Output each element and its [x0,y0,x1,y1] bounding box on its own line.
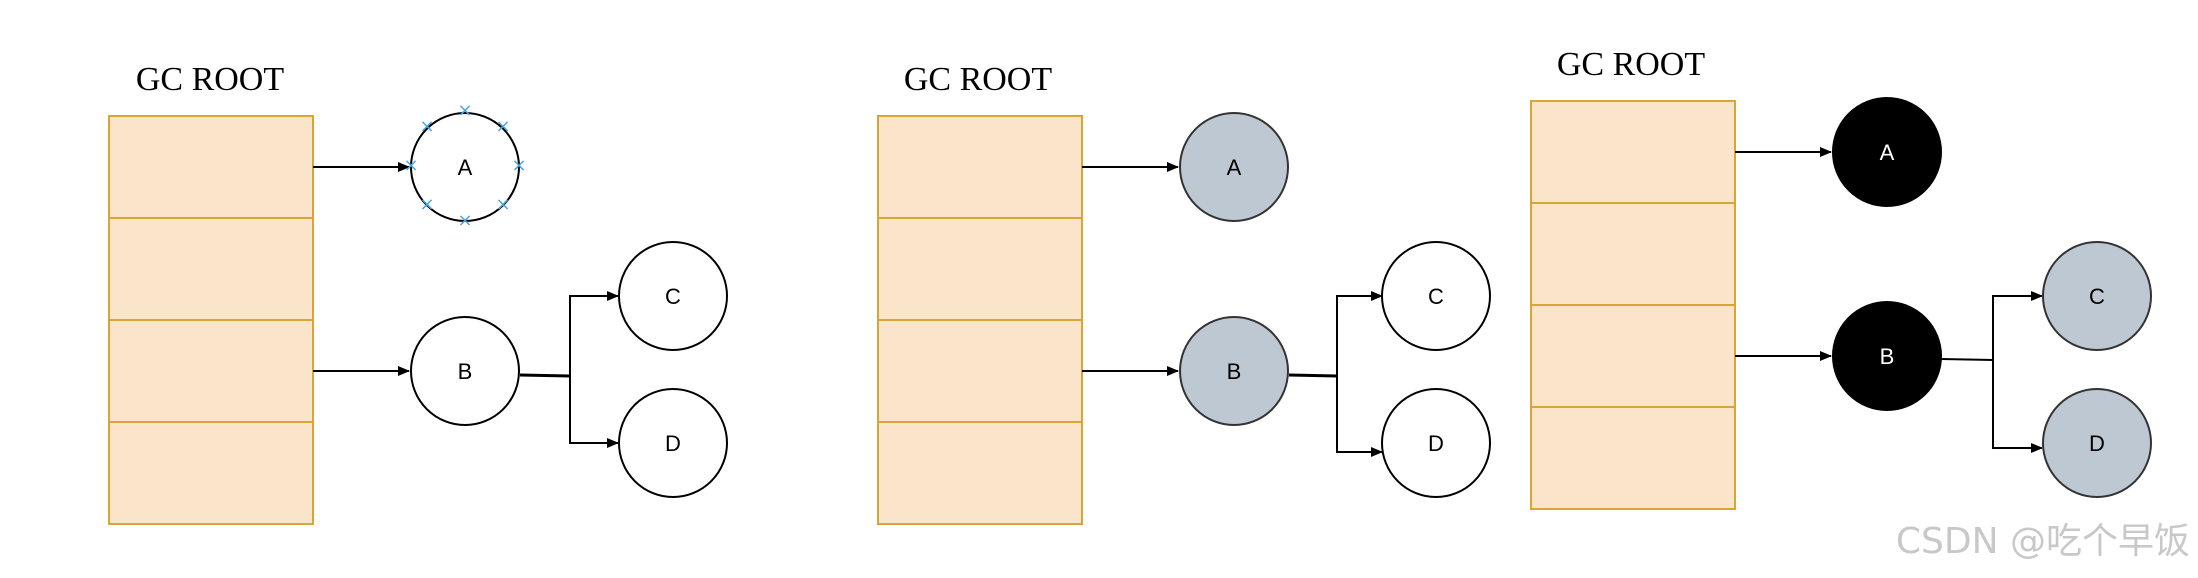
root-cell [1530,304,1736,408]
node-circle [1832,301,1942,411]
node-label: D [2089,431,2105,456]
node-a-2: A [1179,112,1289,222]
node-label: D [665,431,681,456]
root-cell [877,319,1083,423]
handle-mark: × [457,100,472,121]
watermark: CSDN @吃个早饭 [1896,521,2190,562]
node-c-1: C [618,241,728,351]
node-circle [2042,241,2152,351]
node-c-2: C [1381,241,1491,351]
node-circle [1832,97,1942,207]
node-label: C [1428,284,1444,309]
node-circle [1381,241,1491,351]
root-cell [108,319,314,423]
arrow-b-to-c [1336,291,1383,376]
edge-b-to-split [1288,373,1338,378]
node-label: A [1880,140,1895,165]
node-d-3: D [2042,388,2152,498]
root-cell [1530,100,1736,204]
handle-mark: × [495,116,510,137]
node-label: B [458,359,473,384]
node-circle [1381,388,1491,498]
gc-root-title-2: GC ROOT [904,61,1053,98]
root-cell [877,421,1083,525]
root-cell [877,115,1083,219]
arrow-b-to-d [1992,360,2043,453]
gc-root-stack-1 [108,115,314,525]
handle-mark: × [419,116,434,137]
node-c-3: C [2042,241,2152,351]
node-circle [1179,316,1289,426]
edge-b-to-split [519,373,571,378]
node-b-3: B [1832,301,1942,411]
gc-root-title-3: GC ROOT [1557,46,1706,83]
edge-b-to-split [1940,358,1994,361]
node-label: B [1227,359,1242,384]
handle-mark: × [511,155,526,176]
node-label: C [665,284,681,309]
arrow-b-to-d [1336,376,1383,457]
handle-mark: × [403,155,418,176]
node-a-3: A [1832,97,1942,207]
node-circle [1179,112,1289,222]
gc-root-stack-3 [1530,100,1736,510]
node-circle [2042,388,2152,498]
handle-mark: × [419,194,434,215]
handle-mark: × [495,194,510,215]
panel-3: GC ROOT A B C D [1530,46,2152,510]
node-circle [618,388,728,498]
node-label: D [1428,431,1444,456]
arrow-b-to-d [569,376,619,448]
node-label: A [458,155,473,180]
node-b-1: B [410,316,520,426]
root-cell [1530,202,1736,306]
node-a-1: A × × × × × × × × [403,100,526,231]
gc-root-title-1: GC ROOT [136,61,285,98]
panel-2: GC ROOT A B C D [877,61,1491,525]
node-circle [410,112,520,222]
node-label: C [2089,284,2105,309]
arrow-b-to-c [569,291,619,376]
root-cell [108,115,314,219]
node-label: A [1227,155,1242,180]
node-circle [410,316,520,426]
node-label: B [1880,344,1895,369]
selection-handles: × × × × × × × × [403,100,526,231]
node-d-1: D [618,388,728,498]
root-cell [108,421,314,525]
panel-1: GC ROOT A × × × × × × × × [108,61,728,525]
gc-root-stack-2 [877,115,1083,525]
node-b-2: B [1179,316,1289,426]
root-cell [108,217,314,321]
node-d-2: D [1381,388,1491,498]
root-cell [877,217,1083,321]
arrow-b-to-c [1992,291,2043,360]
node-circle [618,241,728,351]
handle-mark: × [457,210,472,231]
root-cell [1530,406,1736,510]
